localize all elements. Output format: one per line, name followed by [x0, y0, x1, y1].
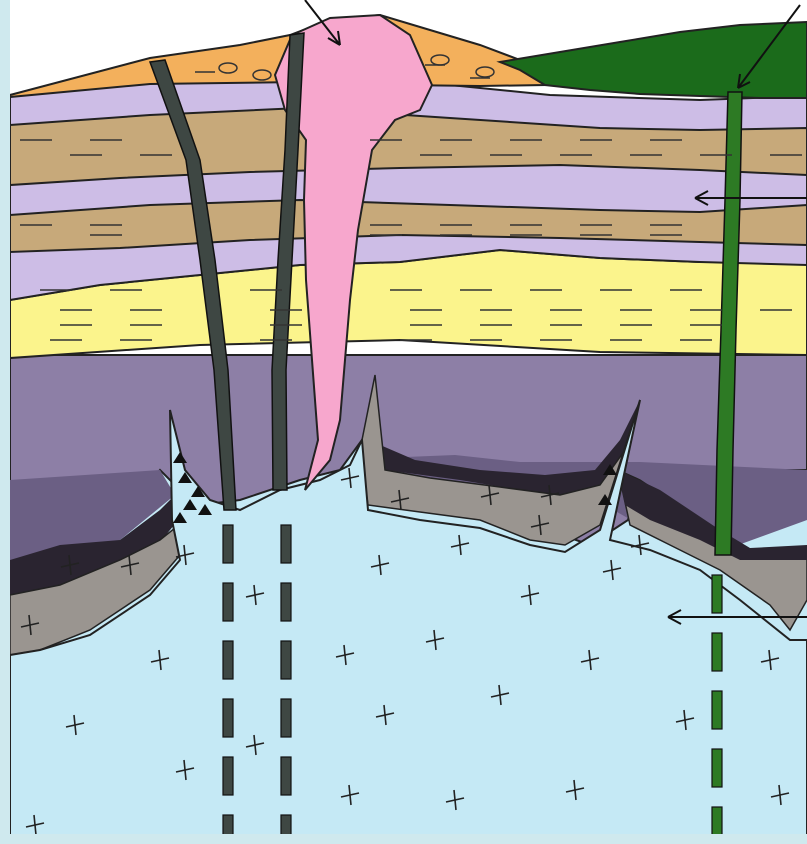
- dike-dash: [223, 641, 233, 679]
- dike-dash: [712, 749, 722, 787]
- dike-dash: [223, 583, 233, 621]
- dike-dash: [281, 583, 291, 621]
- dike-dash: [223, 699, 233, 737]
- dike-dash: [223, 757, 233, 795]
- dike-dash: [281, 757, 291, 795]
- bottom-border: [0, 834, 807, 844]
- dike-dash: [712, 691, 722, 729]
- dike-dash: [281, 641, 291, 679]
- dike-dash: [281, 525, 291, 563]
- dike-dash: [223, 525, 233, 563]
- dike-dash: [712, 575, 722, 613]
- left-border: [0, 0, 10, 844]
- dike-dash: [712, 633, 722, 671]
- dike-dash: [281, 699, 291, 737]
